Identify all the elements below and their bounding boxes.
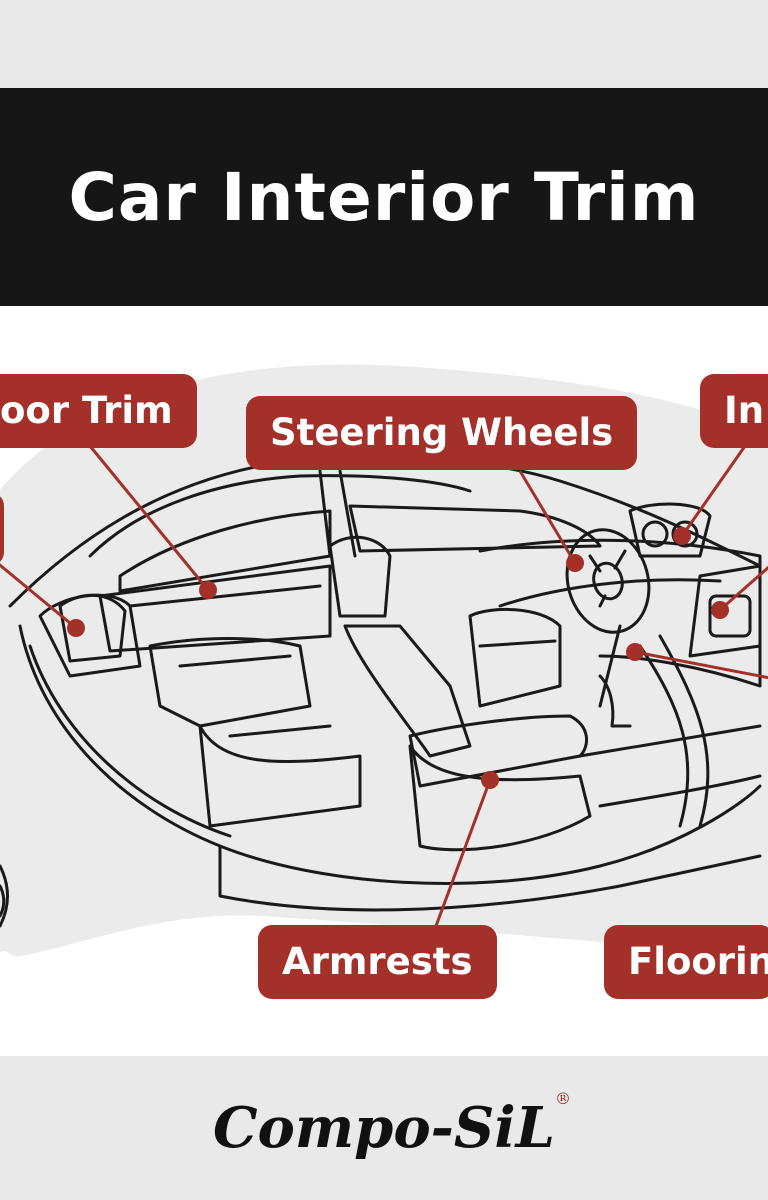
background-blob bbox=[0, 364, 768, 957]
leader-console bbox=[719, 565, 768, 612]
brand-logo: Compo-SiL ® bbox=[212, 1089, 571, 1161]
leader-instrument bbox=[680, 445, 747, 537]
car-line-art bbox=[0, 364, 768, 957]
leader-dashboard bbox=[634, 650, 768, 680]
leader-armrests bbox=[434, 779, 492, 927]
dot-console bbox=[711, 601, 729, 619]
label-door-trim-text: oor Trim bbox=[0, 389, 173, 432]
label-headrest-fragment bbox=[0, 492, 4, 566]
floor-outline bbox=[18, 624, 762, 885]
leader-steering bbox=[518, 470, 577, 564]
dot-armrests bbox=[481, 771, 499, 789]
label-armrests-text: Armrests bbox=[282, 940, 473, 983]
label-flooring-text: Floorin bbox=[628, 940, 768, 983]
label-door-trim: oor Trim bbox=[0, 374, 197, 448]
leader-headrest bbox=[0, 563, 77, 630]
door-panel bbox=[98, 564, 332, 653]
label-armrests: Armrests bbox=[258, 925, 497, 999]
brand-name: Compo-SiL bbox=[212, 1095, 555, 1161]
dot-door-trim bbox=[199, 581, 217, 599]
dot-headrest bbox=[67, 619, 85, 637]
dashboard bbox=[478, 538, 762, 688]
dot-steering bbox=[566, 554, 584, 572]
title-band: Car Interior Trim bbox=[0, 88, 768, 306]
dot-dashboard bbox=[626, 643, 644, 661]
label-flooring: Floorin bbox=[604, 925, 768, 999]
label-instrument-text: In bbox=[724, 389, 765, 432]
dot-instrument bbox=[673, 527, 691, 545]
label-instrument: In bbox=[700, 374, 768, 448]
armrest bbox=[408, 744, 592, 852]
label-steering-wheels: Steering Wheels bbox=[246, 396, 638, 470]
front-seat bbox=[328, 535, 392, 618]
car-interior-diagram: oor Trim Steering Wheels In Armrests Flo… bbox=[0, 306, 768, 1056]
leader-door-trim bbox=[88, 445, 210, 591]
label-steering-wheels-text: Steering Wheels bbox=[270, 411, 614, 454]
center-console bbox=[688, 564, 762, 658]
page-title: Car Interior Trim bbox=[68, 158, 700, 236]
footer: Compo-SiL ® bbox=[0, 1056, 768, 1200]
steering-wheel bbox=[565, 528, 651, 634]
registered-mark: ® bbox=[555, 1089, 571, 1108]
